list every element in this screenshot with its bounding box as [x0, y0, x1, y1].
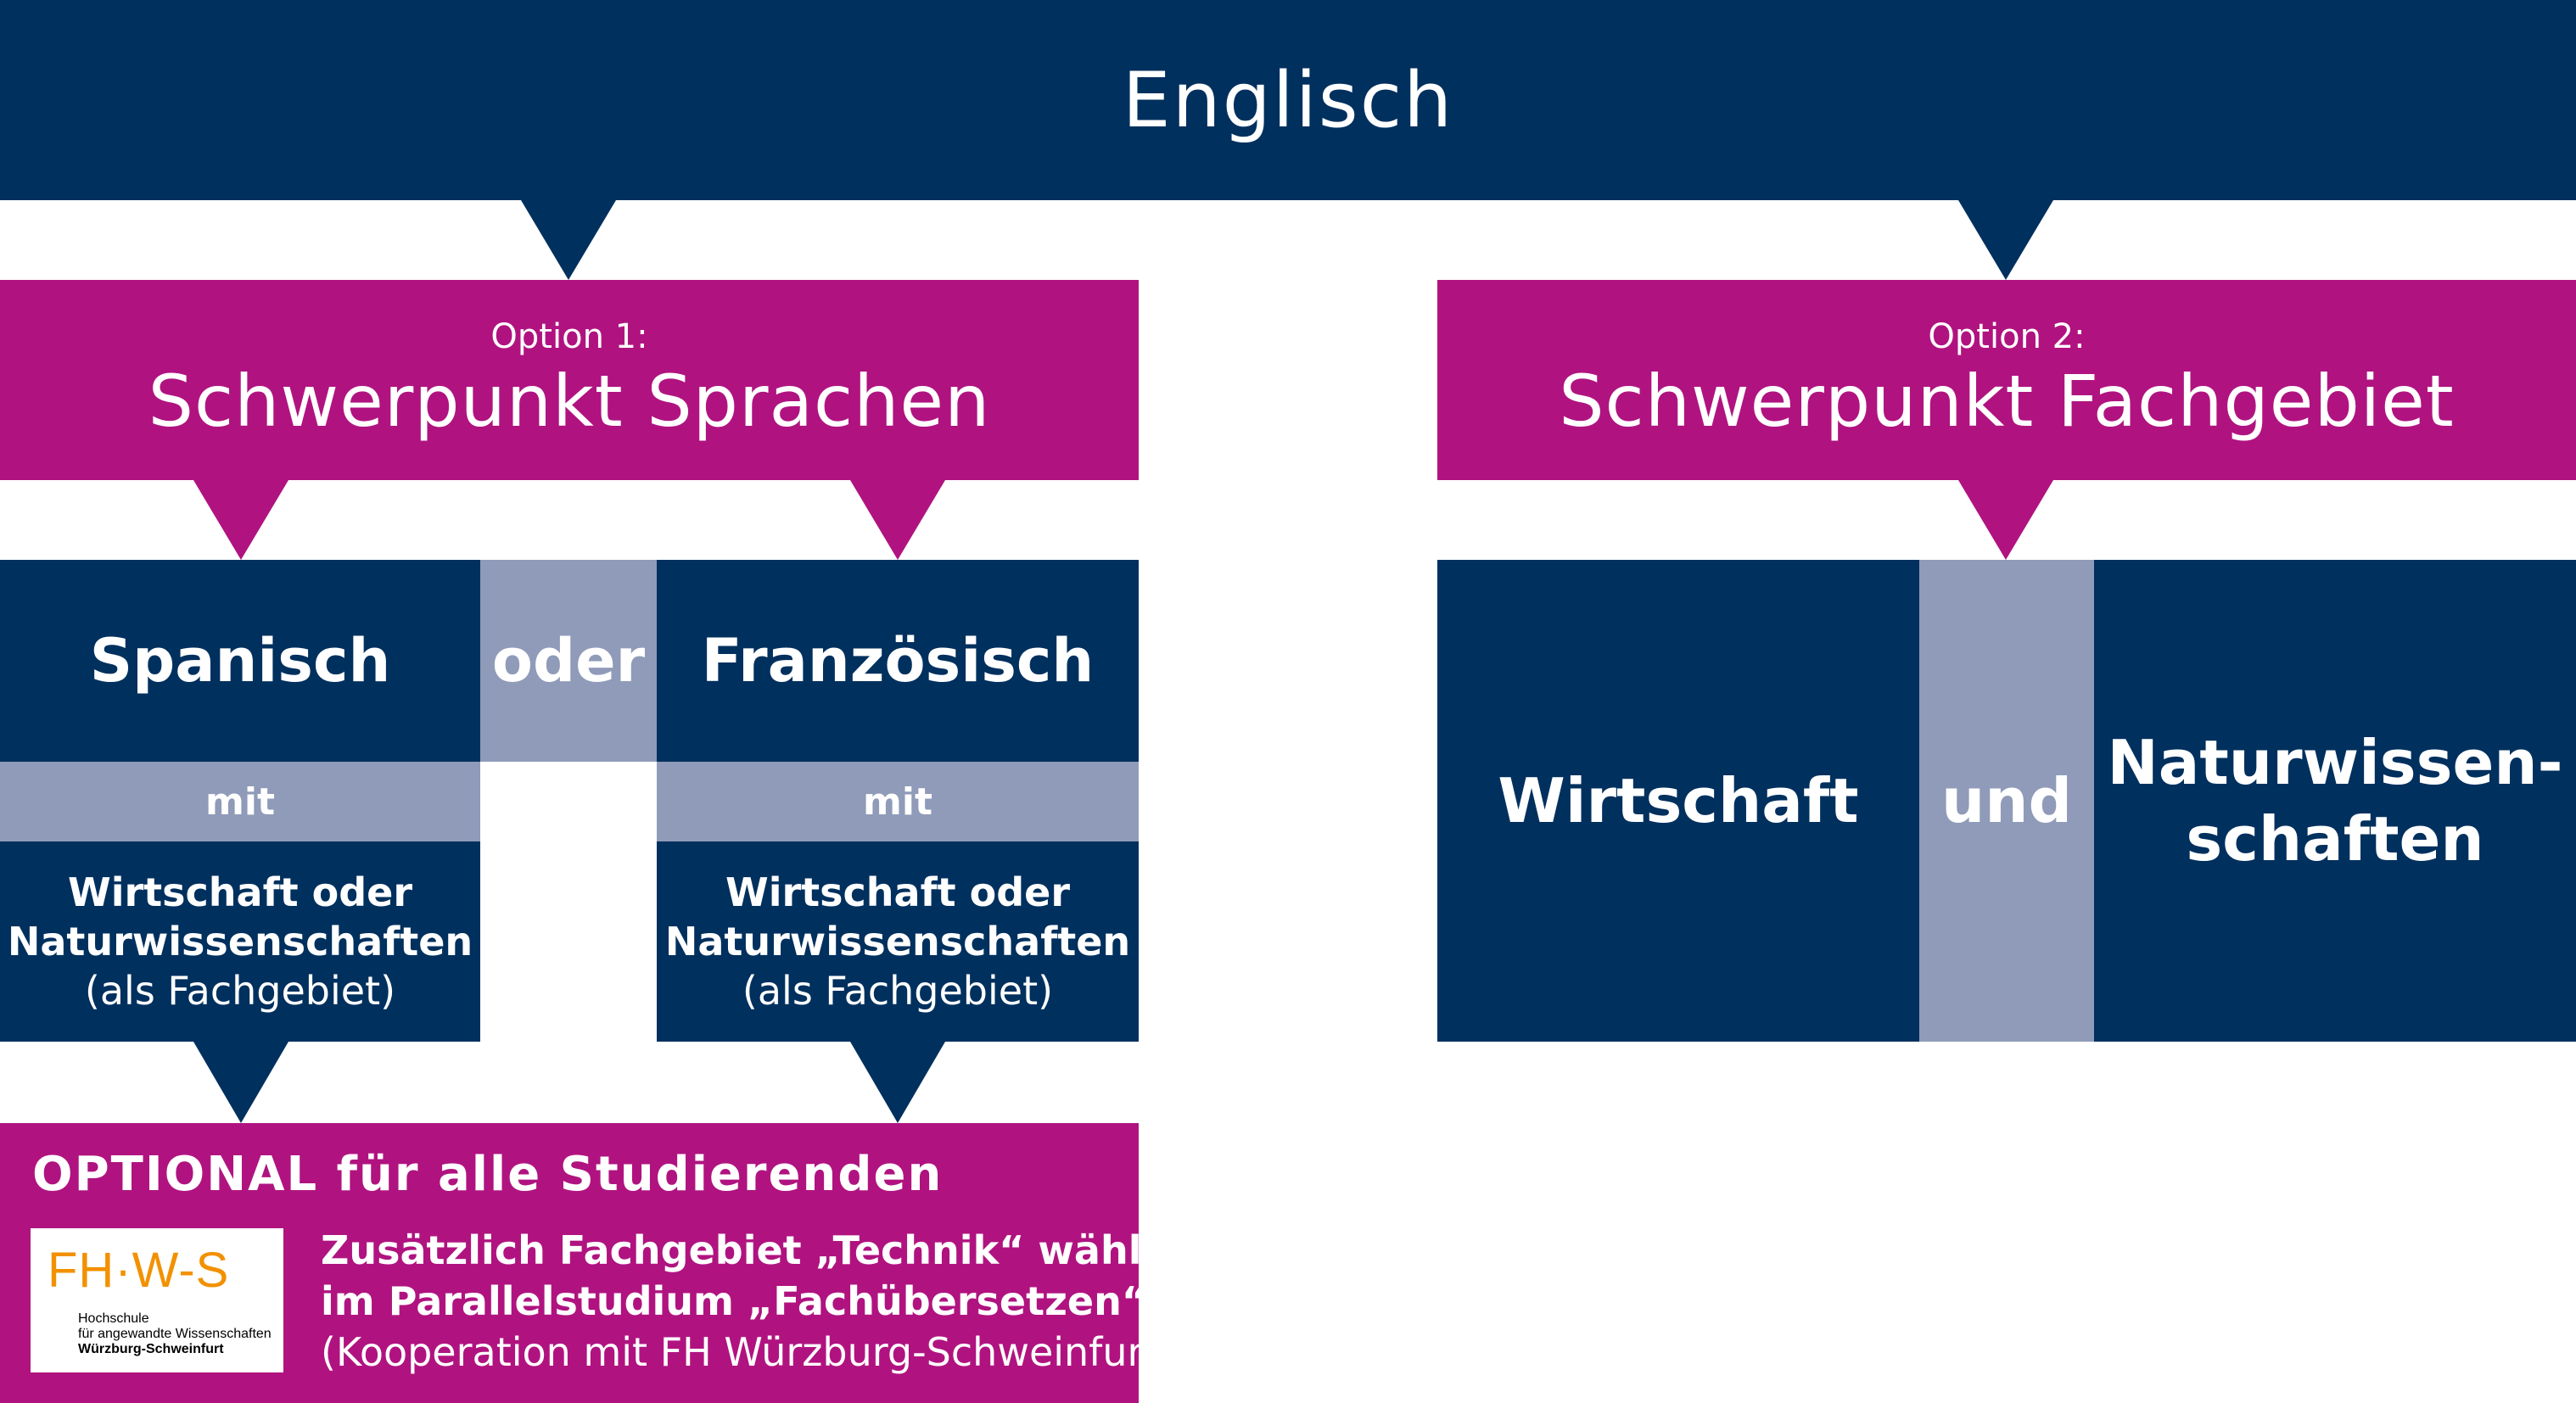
option1-title: Schwerpunkt Sprachen [148, 360, 991, 443]
header-banner: Englisch [0, 0, 2576, 200]
optional-line2: im Parallelstudium „Fachübersetzen“ [321, 1278, 1148, 1324]
option2-field-left-box: Wirtschaft [1437, 560, 1919, 1042]
field-left-note: (als Fachgebiet) [84, 968, 396, 1014]
option2-field-right-line1: Naturwissen- [2107, 727, 2563, 798]
option2-title: Schwerpunkt Fachgebiet [1559, 360, 2455, 443]
connector-und-box: und [1919, 560, 2094, 1042]
lang-spanisch-box: Spanisch [0, 560, 480, 762]
fhws-logo: FH·W-S Hochschule für angewandte Wissens… [31, 1228, 283, 1372]
lang-spanisch: Spanisch [89, 626, 391, 696]
arrow-to-franzoesisch [850, 480, 945, 560]
connector-und: und [1940, 765, 2073, 836]
fhws-logo-line3: Würzburg-Schweinfurt [78, 1342, 224, 1356]
mit-right: mit [863, 780, 932, 824]
option1-label: Option 1: [490, 317, 648, 356]
field-left-line1: Wirtschaft oder [67, 869, 413, 915]
arrow-to-option1 [521, 200, 616, 280]
mit-right-box: mit [657, 762, 1139, 841]
header-title: Englisch [1122, 55, 1454, 145]
field-right-line2: Naturwissenschaften [664, 919, 1131, 964]
field-left-line2: Naturwissenschaften [7, 919, 473, 964]
optional-line3: (Kooperation mit FH Würzburg-Schweinfurt… [321, 1329, 1174, 1375]
option2-field-right-line2: schaften [2186, 803, 2484, 875]
option2-field-left: Wirtschaft [1498, 765, 1859, 836]
connector-oder-box: oder [480, 560, 657, 762]
field-right-box: Wirtschaft oder Naturwissenschaften (als… [657, 841, 1139, 1042]
fhws-logo-mark: FH·W-S [48, 1243, 230, 1298]
arrow-to-option2 [1958, 200, 2053, 280]
mit-left: mit [205, 780, 275, 824]
optional-title: OPTIONAL für alle Studierenden [32, 1147, 944, 1202]
fhws-logo-line2: für angewandte Wissenschaften [78, 1327, 272, 1341]
option1-banner: Option 1: Schwerpunkt Sprachen [0, 280, 1139, 480]
arrow-left-to-optional [193, 1042, 288, 1123]
lang-franzoesisch: Französisch [701, 626, 1095, 696]
field-right-note: (als Fachgebiet) [742, 968, 1054, 1014]
field-right-line1: Wirtschaft oder [725, 869, 1071, 915]
option2-banner: Option 2: Schwerpunkt Fachgebiet [1437, 280, 2576, 480]
connector-oder: oder [491, 626, 646, 696]
field-left-box: Wirtschaft oder Naturwissenschaften (als… [0, 841, 480, 1042]
lang-franzoesisch-box: Französisch [657, 560, 1139, 762]
optional-text: Zusätzlich Fachgebiet „Technik“ wählbar … [321, 1225, 1215, 1378]
option2-label: Option 2: [1928, 317, 2086, 356]
optional-line1: Zusätzlich Fachgebiet „Technik“ wählbar [321, 1227, 1216, 1273]
arrow-to-option2-fields [1958, 480, 2053, 560]
option2-field-right-box: Naturwissen- schaften [2094, 560, 2576, 1042]
mit-left-box: mit [0, 762, 480, 841]
fhws-logo-line1: Hochschule [78, 1311, 149, 1326]
arrow-right-to-optional [850, 1042, 945, 1123]
arrow-to-spanisch [193, 480, 288, 560]
